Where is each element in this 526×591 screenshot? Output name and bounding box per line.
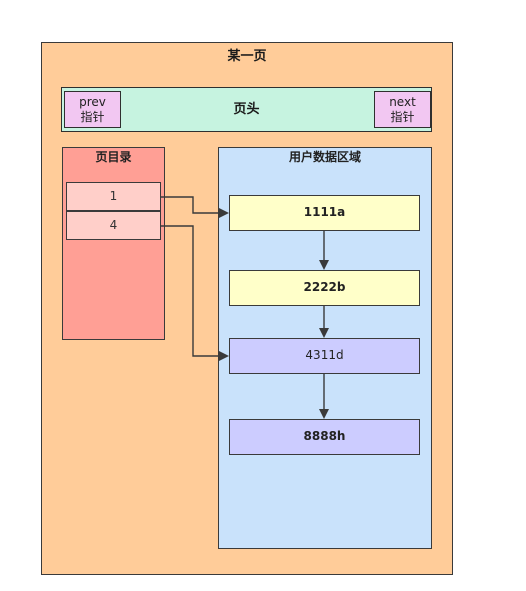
page-directory-title: 页目录 — [95, 150, 132, 164]
page-directory-box — [62, 147, 165, 340]
user-data-area-title: 用户数据区域 — [288, 150, 361, 164]
directory-slot-2: 4 — [66, 211, 161, 240]
prev-pointer-line1: prev — [79, 94, 106, 109]
next-pointer-line1: next — [389, 94, 416, 109]
page-header-label: 页头 — [233, 102, 260, 117]
record-4: 8888h — [229, 419, 420, 455]
arrow-slot2-to-record3 — [161, 225, 229, 361]
prev-pointer-box: prev 指针 — [64, 91, 121, 128]
page-title: 某一页 — [227, 49, 267, 64]
next-pointer-box: next 指针 — [374, 91, 431, 128]
record-2: 2222b — [229, 270, 420, 306]
next-pointer-line2: 指针 — [390, 109, 415, 124]
page-header-box — [61, 87, 432, 132]
arrow-slot1-to-record1 — [161, 196, 229, 218]
record-1: 1111a — [229, 195, 420, 231]
record-3: 4311d — [229, 338, 420, 374]
prev-pointer-line2: 指针 — [80, 109, 105, 124]
directory-slot-1: 1 — [66, 182, 161, 211]
